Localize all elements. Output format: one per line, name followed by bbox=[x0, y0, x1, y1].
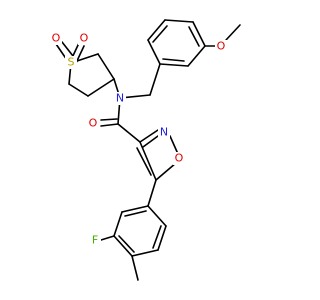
isoxazole-nitrogen: N bbox=[158, 126, 170, 139]
bond bbox=[100, 118, 118, 121]
bond bbox=[131, 255, 139, 281]
sulfonyl-oxygen-2: O bbox=[78, 32, 90, 45]
bond bbox=[117, 123, 141, 143]
svg-text:N: N bbox=[160, 126, 168, 139]
svg-text:N: N bbox=[116, 92, 124, 105]
fluoromethylphenyl-ring bbox=[100, 179, 167, 281]
isoxazole-oxygen: O bbox=[173, 152, 185, 165]
bond bbox=[147, 179, 157, 207]
bond bbox=[113, 235, 133, 257]
bond bbox=[155, 162, 177, 181]
bond bbox=[87, 78, 115, 97]
sulfonyl-oxygen-1: O bbox=[50, 32, 62, 45]
atom-labels: O O S O N O N O bbox=[50, 32, 227, 247]
methoxy-oxygen: O bbox=[215, 40, 227, 53]
amide-carbonyl bbox=[100, 118, 141, 143]
svg-text:O: O bbox=[217, 40, 226, 53]
svg-text:O: O bbox=[80, 32, 89, 45]
bond bbox=[159, 63, 189, 67]
carbonyl-oxygen: O bbox=[87, 117, 99, 130]
bond bbox=[149, 63, 161, 96]
molecule-structure: O O S O N O N O bbox=[50, 19, 241, 281]
bond bbox=[152, 225, 162, 249]
bond bbox=[75, 45, 85, 64]
fluorine-atom: F bbox=[89, 233, 101, 247]
bond bbox=[131, 249, 159, 257]
bond bbox=[169, 135, 179, 155]
bond bbox=[225, 24, 241, 41]
bond bbox=[164, 19, 194, 23]
bond bbox=[100, 123, 119, 127]
bond bbox=[118, 235, 135, 253]
bond bbox=[147, 19, 166, 41]
bond bbox=[147, 39, 161, 65]
bond bbox=[187, 45, 206, 67]
svg-text:O: O bbox=[52, 32, 61, 45]
methoxybenzyl-ring bbox=[147, 19, 241, 96]
sulfolane-ring bbox=[68, 53, 115, 97]
bond bbox=[100, 235, 115, 241]
bond bbox=[136, 147, 152, 176]
bond bbox=[68, 83, 89, 97]
bond bbox=[113, 211, 123, 237]
isoxazole-ring bbox=[136, 129, 179, 181]
svg-text:S: S bbox=[68, 56, 75, 69]
bond bbox=[162, 58, 185, 62]
bond bbox=[139, 141, 157, 181]
bond bbox=[157, 225, 167, 251]
bond bbox=[121, 205, 149, 213]
bond bbox=[188, 26, 200, 47]
bond bbox=[192, 21, 206, 47]
svg-text:O: O bbox=[175, 152, 184, 165]
bond bbox=[61, 41, 74, 57]
sulfur-atom: S bbox=[65, 56, 77, 69]
bond bbox=[147, 205, 167, 227]
bond bbox=[139, 129, 159, 143]
bond bbox=[152, 25, 168, 43]
amide-nitrogen: N bbox=[114, 92, 126, 105]
svg-text:O: O bbox=[89, 117, 98, 130]
bond bbox=[124, 210, 147, 217]
svg-text:F: F bbox=[92, 234, 98, 247]
bond bbox=[97, 53, 115, 80]
bond bbox=[142, 135, 159, 148]
